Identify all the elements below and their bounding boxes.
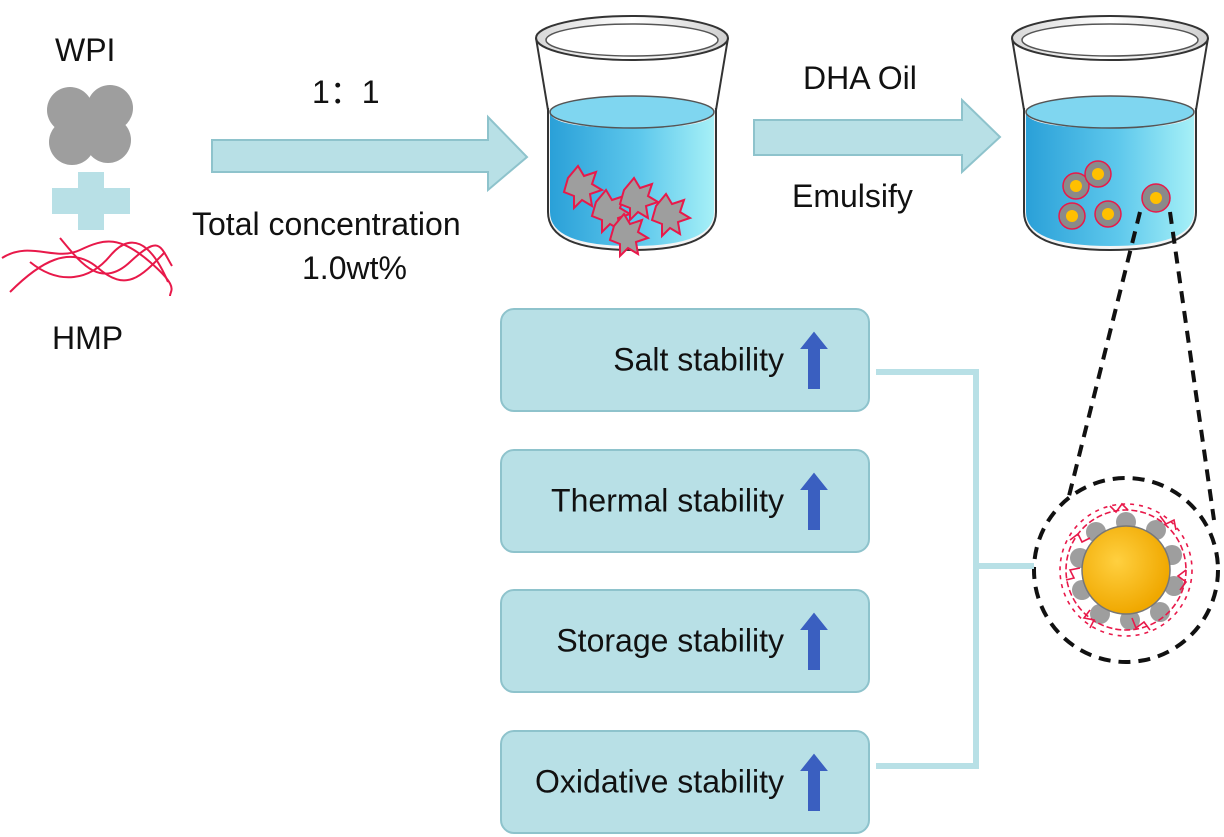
stability-box-salt: Salt stability xyxy=(500,308,870,412)
emulsify-label: Emulsify xyxy=(792,178,913,214)
up-arrow-icon xyxy=(796,609,832,672)
ratio-label: 1：1 xyxy=(312,74,380,110)
process-arrow-1 xyxy=(211,114,529,193)
hmp-label: HMP xyxy=(52,320,124,356)
concentration-label-line1: Total concentration xyxy=(192,206,461,242)
stability-label: Oxidative stability xyxy=(535,763,784,800)
up-arrow-icon xyxy=(796,750,832,813)
beaker-complex xyxy=(535,15,729,259)
beaker-emulsion xyxy=(1011,15,1209,252)
stability-label: Storage stability xyxy=(556,622,784,659)
connector-bracket xyxy=(876,369,1034,769)
process-arrow-2 xyxy=(753,97,1002,175)
stability-box-oxidative: Oxidative stability xyxy=(500,730,870,834)
zoomed-droplet xyxy=(1032,476,1220,664)
stability-box-storage: Storage stability xyxy=(500,589,870,693)
stability-label: Thermal stability xyxy=(551,482,784,519)
stability-label: Salt stability xyxy=(613,341,784,378)
plus-icon xyxy=(52,172,130,230)
up-arrow-icon xyxy=(796,328,832,391)
hmp-polymer-icon xyxy=(1,237,173,297)
wpi-protein-icon xyxy=(47,85,133,165)
stability-box-thermal: Thermal stability xyxy=(500,449,870,553)
up-arrow-icon xyxy=(796,469,832,532)
wpi-label: WPI xyxy=(55,32,116,68)
zoom-guide-lines xyxy=(1066,211,1216,521)
oil-label: DHA Oil xyxy=(803,60,917,96)
concentration-label-line2: 1.0wt% xyxy=(302,250,407,286)
